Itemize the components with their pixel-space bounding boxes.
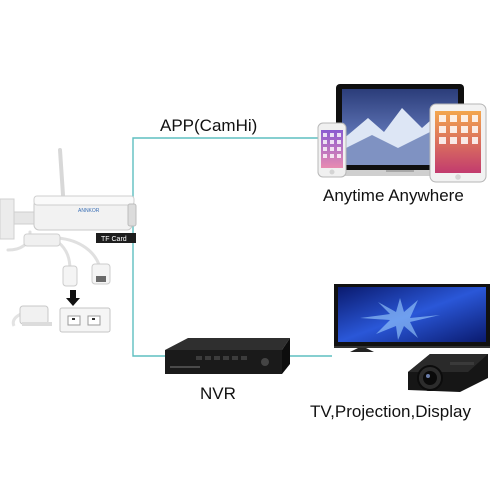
wall-plate [0,198,15,240]
tv-illustration [334,284,490,352]
tf-card-text: TF Card [101,236,127,243]
tv-projection-display-label: TV,Projection,Display [310,402,471,421]
nvr-illustration [165,338,290,374]
camera-lens-ring [127,203,137,227]
tf-card-badge [96,233,136,243]
cable-splitter [23,233,61,247]
connector-trunk [132,226,165,357]
down-arrow-icon [66,290,80,306]
ethernet-port [96,276,106,282]
power-adapter [11,305,52,327]
connector-to-app [132,137,332,226]
camera-visor [33,195,135,206]
anytime-anywhere-label: Anytime Anywhere [323,186,464,205]
camera-bracket [13,211,37,225]
nvr-label: NVR [200,384,236,403]
wall-outlet [59,307,111,333]
camera-illustration: ANNKOR TF Card [0,148,137,243]
app-camhi-label: APP(CamHi) [160,116,258,135]
phone-illustration [317,122,347,178]
connector-lines [132,137,332,357]
power-plug-end [62,265,78,287]
projector-illustration [408,354,488,392]
tablet-illustration [429,103,487,183]
camera-brand-text: ANNKOR [78,208,100,214]
